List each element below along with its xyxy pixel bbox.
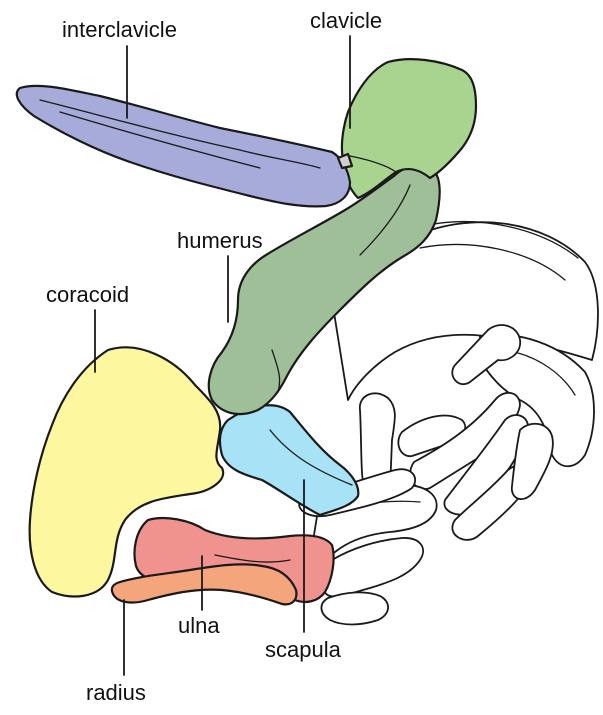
interclavicle-bone <box>17 86 350 207</box>
label-humerus: humerus <box>177 228 263 253</box>
label-scapula: scapula <box>265 637 342 662</box>
label-ulna: ulna <box>178 613 220 638</box>
label-interclavicle: interclavicle <box>62 17 177 42</box>
label-coracoid: coracoid <box>46 282 129 307</box>
label-clavicle: clavicle <box>310 8 382 33</box>
scapula-bone <box>220 405 358 515</box>
phalanx-bones <box>321 592 388 624</box>
label-radius: radius <box>86 680 146 705</box>
